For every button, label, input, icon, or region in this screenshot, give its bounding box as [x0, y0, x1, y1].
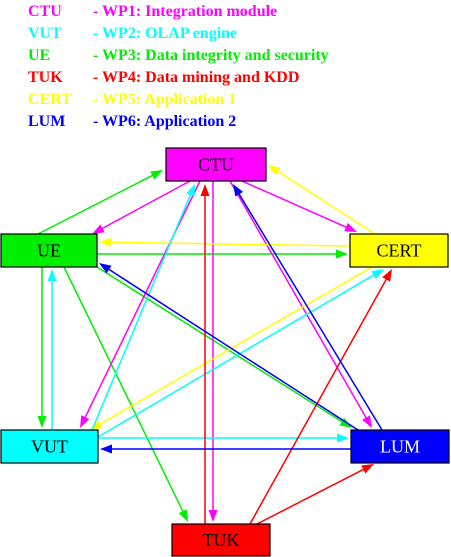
arrowhead: [361, 464, 374, 474]
edge-ue-to-cert: [97, 249, 348, 259]
legend: CTU - WP1: Integration module VUT - WP2:…: [0, 0, 451, 140]
edge-cert-to-ctu: [268, 165, 376, 235]
node-ctu: CTU: [165, 147, 267, 182]
arrowhead: [362, 415, 372, 428]
edge-line: [237, 192, 383, 431]
arrowhead: [344, 223, 357, 232]
arrowhead: [186, 184, 195, 197]
node-ue: UE: [0, 233, 98, 268]
arrowhead: [99, 237, 112, 247]
edge-line: [91, 192, 192, 431]
edge-vut-to-cert: [97, 269, 384, 438]
arrowhead: [99, 263, 112, 274]
node-cert: CERT: [349, 233, 449, 268]
edge-line: [96, 266, 344, 424]
edge-vut-to-ue: [47, 269, 57, 430]
edge-vut-to-ctu: [91, 184, 195, 431]
nodes-layer: CTU UE CERT VUT LUM TUK: [0, 147, 450, 557]
edge-line: [249, 277, 388, 525]
edge-line: [83, 180, 201, 420]
edge-vut-to-lum: [98, 433, 349, 443]
arrowhead: [47, 269, 57, 281]
edge-ue-to-tuk: [63, 266, 188, 522]
edge-line: [98, 266, 373, 426]
legend-code: CERT: [28, 91, 72, 108]
node-box: [0, 233, 98, 268]
node-box: [171, 523, 271, 557]
edge-line: [106, 267, 359, 431]
node-box: [0, 429, 99, 464]
node-tuk: TUK: [171, 523, 271, 557]
edge-ctu-to-vut: [80, 180, 201, 428]
legend-code: TUK: [28, 69, 63, 86]
legend-description: - WP3: Data integrity and security: [93, 47, 329, 64]
legend-description: - WP5: Application 1: [93, 91, 237, 108]
edge-tuk-to-ctu: [200, 184, 210, 524]
edge-line: [275, 169, 376, 235]
edge-line: [229, 180, 368, 420]
edge-ctu-to-tuk: [208, 181, 218, 522]
node-vut: VUT: [0, 429, 99, 464]
edge-line: [241, 180, 349, 229]
arrowhead: [208, 510, 218, 522]
edge-line: [108, 241, 351, 247]
edge-line: [63, 266, 185, 514]
arrowhead: [382, 269, 392, 282]
edge-lum-to-ctu: [233, 184, 383, 431]
arrowhead: [80, 415, 90, 428]
node-box: [350, 429, 450, 464]
edge-lum-to-ue: [99, 263, 359, 431]
edge-cert-to-ue: [99, 237, 351, 247]
legend-code: CTU: [28, 3, 62, 20]
node-lum: LUM: [350, 429, 450, 464]
legend-code: VUT: [28, 25, 62, 42]
edge-line: [97, 273, 376, 438]
node-label: UE: [37, 241, 61, 261]
arrowhead: [371, 269, 384, 279]
edge-line: [100, 180, 191, 230]
node-label: CTU: [198, 155, 234, 175]
arrowhead: [336, 249, 348, 259]
edge-tuk-to-lum: [256, 464, 374, 525]
arrowhead: [268, 165, 281, 176]
arrowhead: [150, 170, 163, 180]
edge-ue-to-vut: [37, 267, 47, 428]
edges-layer: [37, 165, 392, 525]
legend-description: - WP1: Integration module: [93, 3, 278, 20]
arrowhead: [200, 184, 210, 196]
node-box: [165, 147, 267, 182]
edge-lum-to-vut: [100, 444, 351, 454]
edge-line: [256, 467, 366, 525]
edge-line: [37, 173, 155, 235]
legend-code: LUM: [28, 113, 66, 130]
arrowhead: [100, 444, 112, 454]
node-label: LUM: [380, 437, 420, 457]
node-label: TUK: [203, 530, 240, 550]
arrowhead: [92, 224, 105, 234]
legend-code: UE: [28, 47, 51, 64]
legend-description: - WP2: OLAP engine: [93, 25, 238, 42]
node-label: VUT: [31, 437, 68, 457]
arrowhead: [178, 509, 188, 522]
legend-description: - WP6: Application 2: [93, 113, 237, 130]
node-box: [349, 233, 449, 268]
edge-ctu-to-ue: [92, 180, 191, 234]
arrowhead: [337, 433, 349, 443]
legend-description: - WP4: Data mining and KDD: [93, 69, 300, 86]
arrowhead: [37, 416, 47, 428]
node-label: CERT: [377, 241, 422, 261]
edge-ue-to-ctu: [37, 170, 163, 235]
edge-ctu-to-cert: [241, 180, 357, 232]
edge-tuk-to-cert: [249, 269, 392, 525]
edge-ctu-to-lum: [229, 180, 372, 428]
arrowhead: [233, 184, 244, 197]
